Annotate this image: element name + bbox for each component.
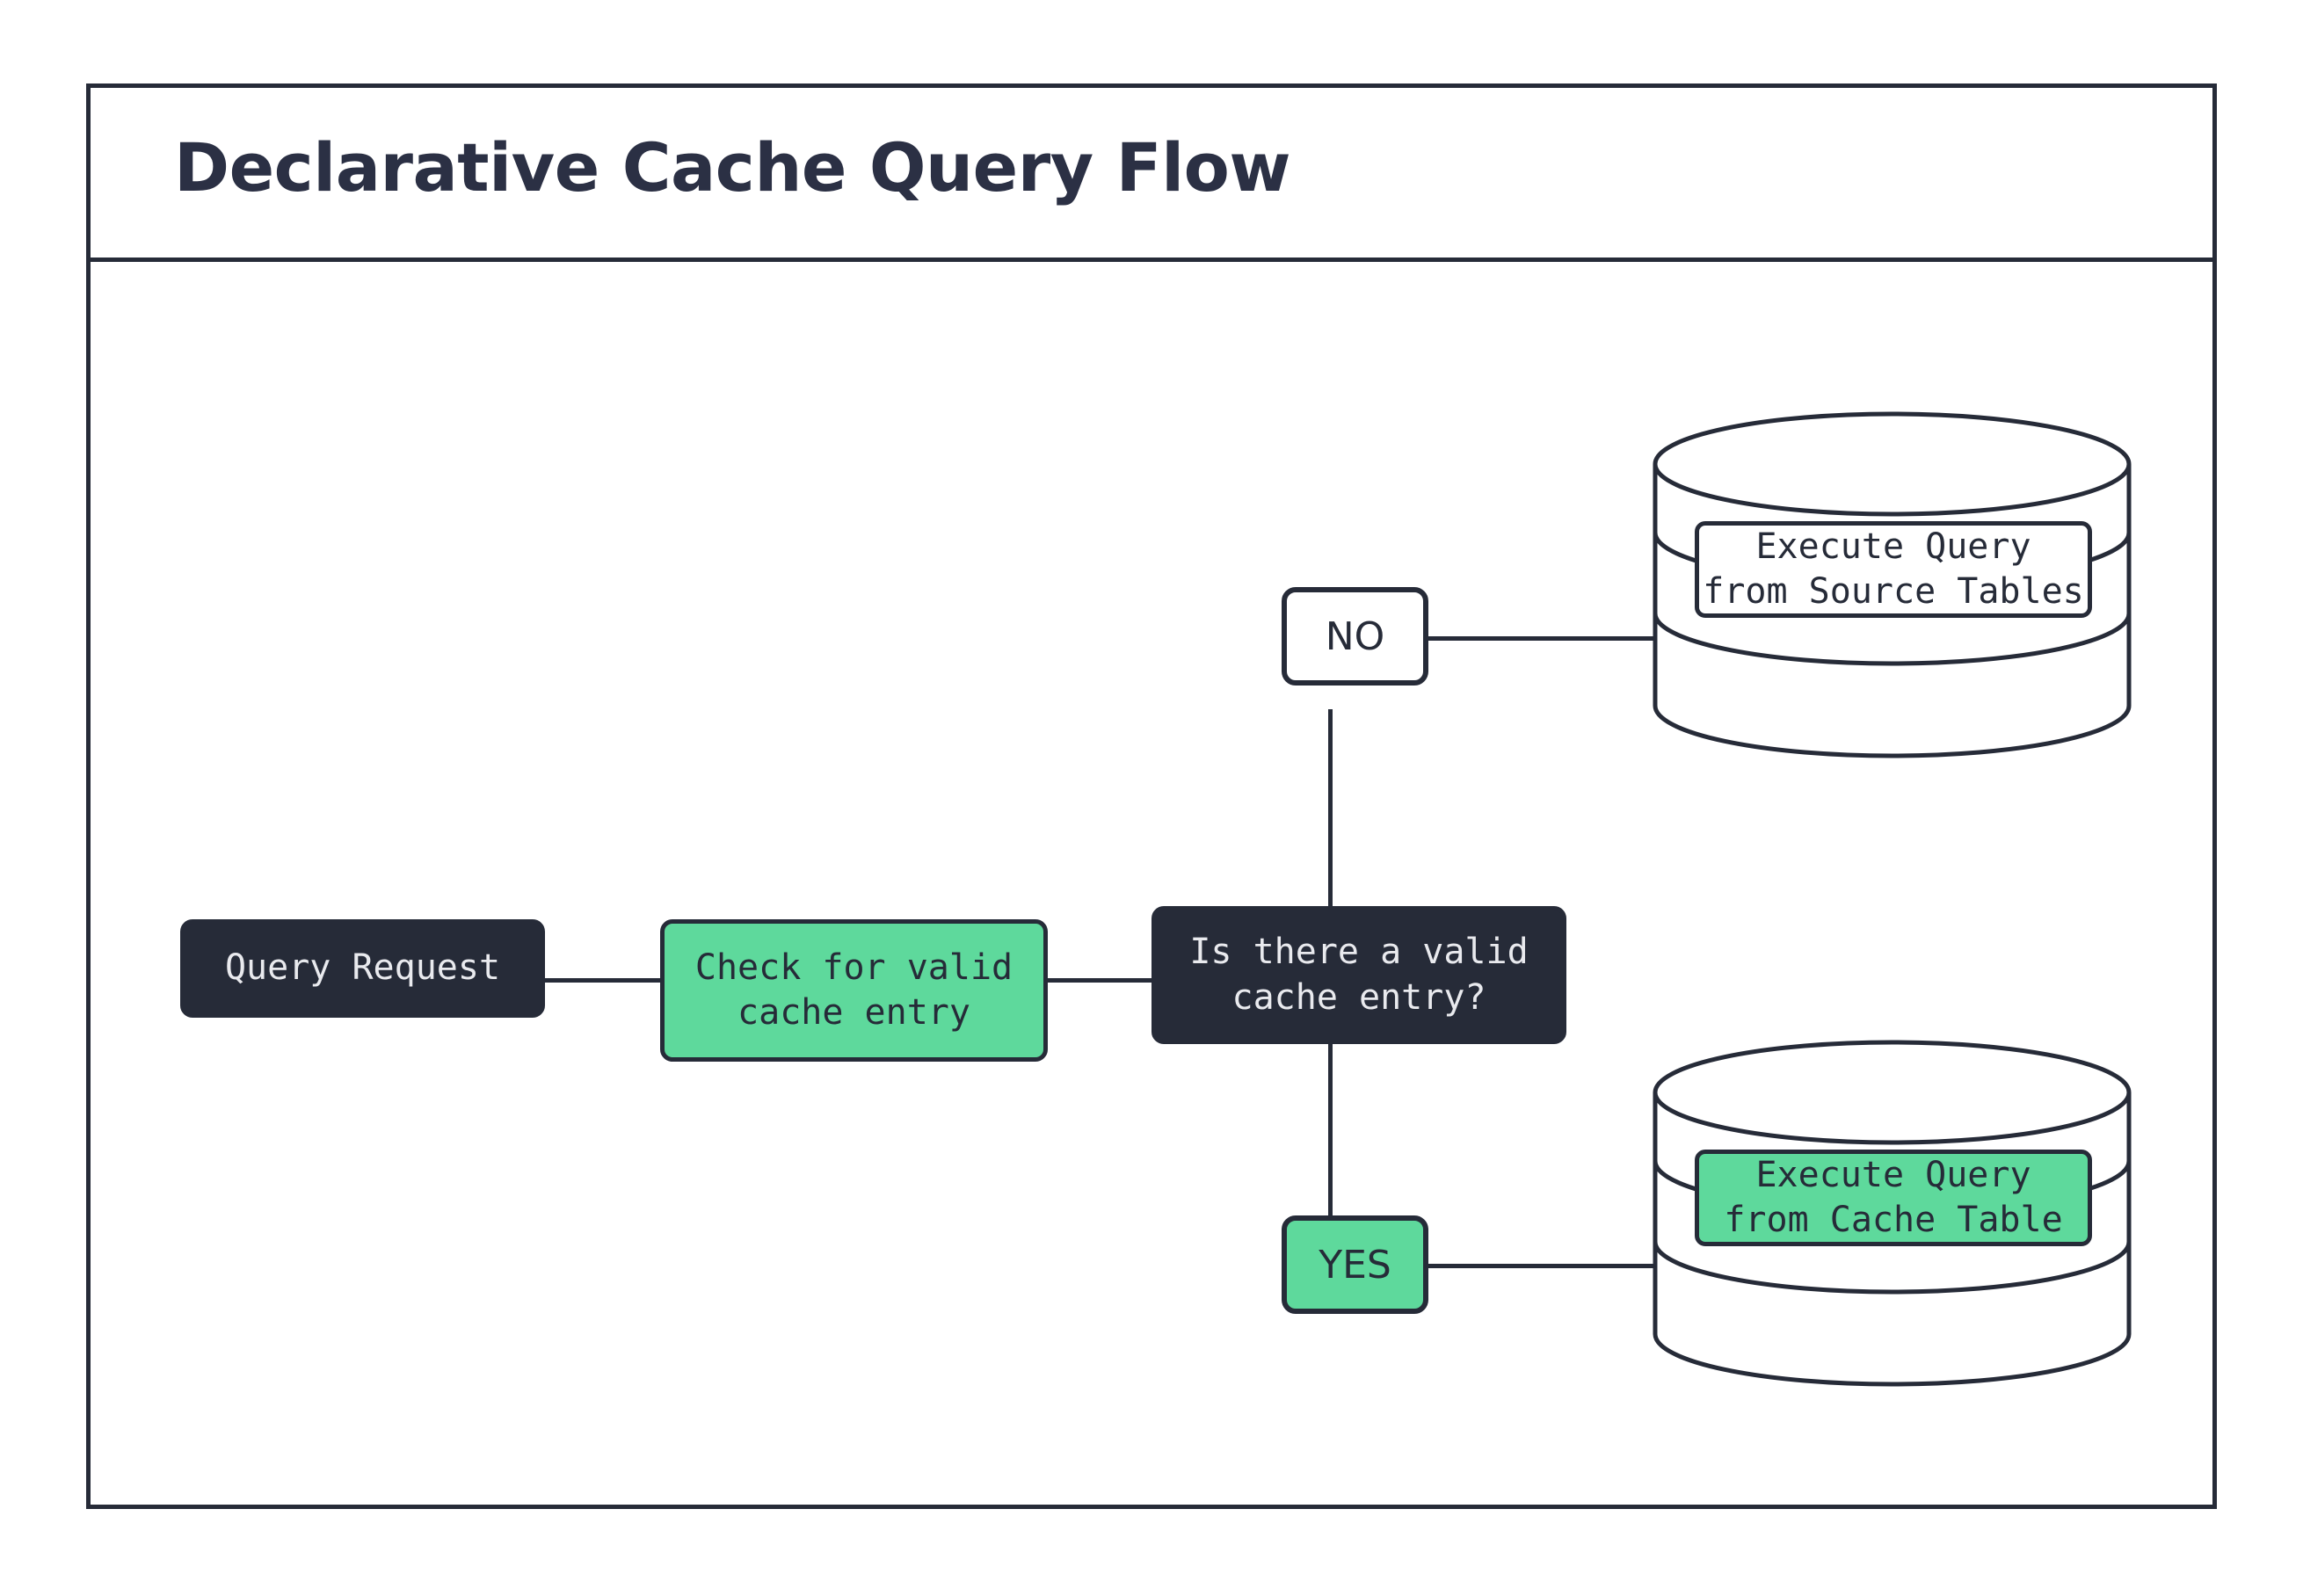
source-tables-label: Execute Query from Source Tables	[1695, 521, 2092, 618]
edge-query-request-to-check	[543, 978, 662, 983]
page-title: Declarative Cache Query Flow	[174, 128, 1291, 207]
database-cylinder-source-tables: Execute Query from Source Tables	[1653, 411, 2132, 758]
cache-table-label: Execute Query from Cache Table	[1695, 1150, 2092, 1246]
diagram-frame: Declarative Cache Query Flow Execute Que…	[86, 83, 2217, 1509]
cylinder-disk-3	[1653, 705, 2132, 758]
edge-check-to-decision	[1046, 978, 1152, 983]
edge-decision-to-no	[1328, 709, 1333, 907]
cylinder-disk-2	[1653, 613, 2132, 666]
edge-decision-to-yes	[1328, 1041, 1333, 1217]
branch-label-yes[interactable]: YES	[1282, 1215, 1428, 1314]
database-cylinder-cache-table: Execute Query from Cache Table	[1653, 1040, 2132, 1387]
branch-label-no[interactable]: NO	[1282, 587, 1428, 686]
cylinder-disk-3	[1653, 1333, 2132, 1387]
node-check-cache-entry[interactable]: Check for valid cache entry	[660, 919, 1048, 1062]
node-query-request[interactable]: Query Request	[180, 919, 545, 1018]
diagram-title-bar: Declarative Cache Query Flow	[91, 88, 2212, 262]
diagram-canvas: Execute Query from Source Tables Execute…	[91, 262, 2212, 1509]
cylinder-disk-top	[1653, 411, 2132, 517]
edge-no-to-source-tables	[1428, 636, 1657, 641]
cylinder-disk-2	[1653, 1241, 2132, 1295]
edge-yes-to-cache-table	[1428, 1264, 1657, 1268]
cylinder-disk-top	[1653, 1040, 2132, 1145]
node-decision-valid-cache-entry[interactable]: Is there a valid cache entry?	[1152, 906, 1566, 1044]
